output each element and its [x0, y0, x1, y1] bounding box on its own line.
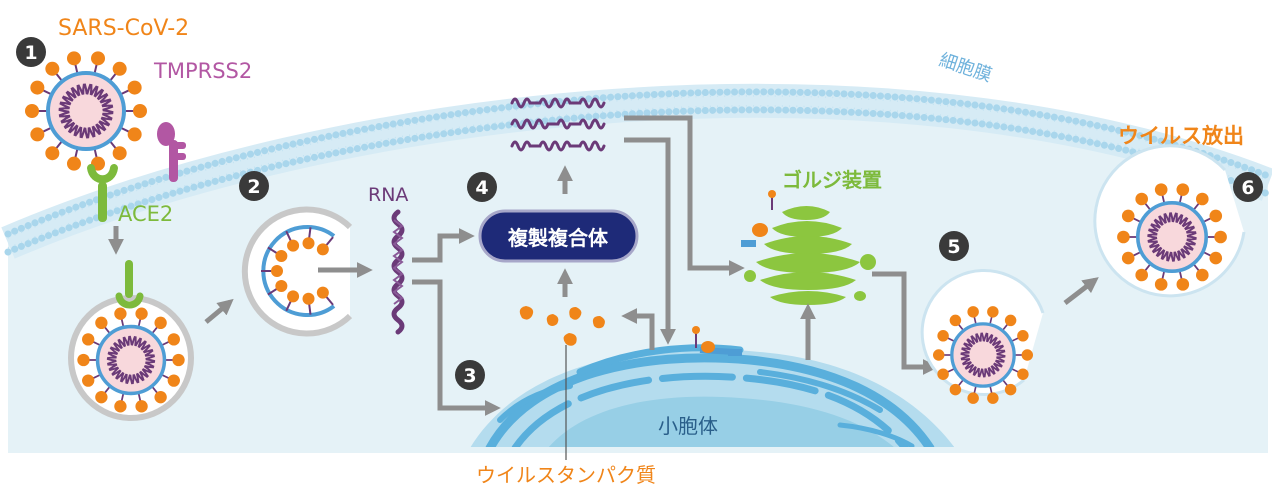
replicated-rna: [510, 97, 606, 152]
er-viral-protein: [692, 326, 715, 353]
ace2-receptor: [87, 164, 118, 222]
svg-text:5: 5: [947, 236, 960, 258]
svg-text:3: 3: [463, 365, 476, 387]
svg-text:6: 6: [1241, 177, 1254, 199]
golgi-apparatus: [744, 206, 876, 305]
uncoating-endosome: [241, 206, 353, 337]
label-golgi: ゴルジ装置: [782, 168, 882, 192]
arrow-to-uncoating: [204, 298, 234, 324]
arrow-vesicle-to-release: [1063, 277, 1099, 305]
arrow-rna-to-er: [412, 279, 501, 417]
step-badge-3: 3: [455, 360, 485, 390]
virus-particle-assembly: [932, 306, 1034, 404]
step-badge-5: 5: [939, 231, 969, 261]
svg-text:1: 1: [24, 42, 37, 64]
step-badge-2: 2: [239, 171, 269, 201]
rna-strand-inner: [392, 219, 404, 305]
replication-complex: 複製複合体: [478, 209, 639, 263]
virus-particle-outside: [25, 51, 147, 171]
label-ace2: ACE2: [118, 202, 173, 226]
cell-membrane: [1, 83, 1272, 259]
label-rna: RNA: [368, 184, 408, 206]
arrow-golgi-to-vesicle: [872, 271, 939, 376]
endoplasmic-reticulum: [470, 344, 955, 449]
label-virus-release: ウイルス放出: [1118, 124, 1244, 148]
label-er: 小胞体: [658, 414, 718, 438]
step-badge-1: 1: [16, 37, 46, 67]
replication-complex-label: 複製複合体: [508, 226, 609, 250]
virus-particle-released: [1117, 183, 1227, 291]
virus-particle-endosome: [77, 307, 185, 413]
label-sars-cov-2: SARS-CoV-2: [58, 16, 189, 41]
label-viral-protein: ウイルスタンパク質: [476, 463, 656, 487]
viral-protein-fragments: [519, 306, 605, 346]
bottom-band: [8, 447, 1268, 453]
step-badge-4: 4: [467, 172, 497, 202]
label-cell-membrane: 細胞膜: [936, 50, 994, 87]
arrow-rna-to-er-2: [624, 137, 677, 345]
step-badge-6: 6: [1233, 172, 1263, 202]
svg-text:4: 4: [475, 177, 488, 199]
golgi-viral-protein: [741, 190, 776, 247]
arrow-er-to-proteins: [621, 307, 655, 350]
arrow-rna-to-complex: [412, 227, 475, 263]
svg-text:2: 2: [247, 176, 260, 198]
uncoating-spikes: [261, 227, 334, 315]
arrow-rna-to-golgi: [624, 115, 745, 277]
tmprss2-protein: [157, 122, 186, 182]
label-tmprss2: TMPRSS2: [153, 59, 252, 83]
